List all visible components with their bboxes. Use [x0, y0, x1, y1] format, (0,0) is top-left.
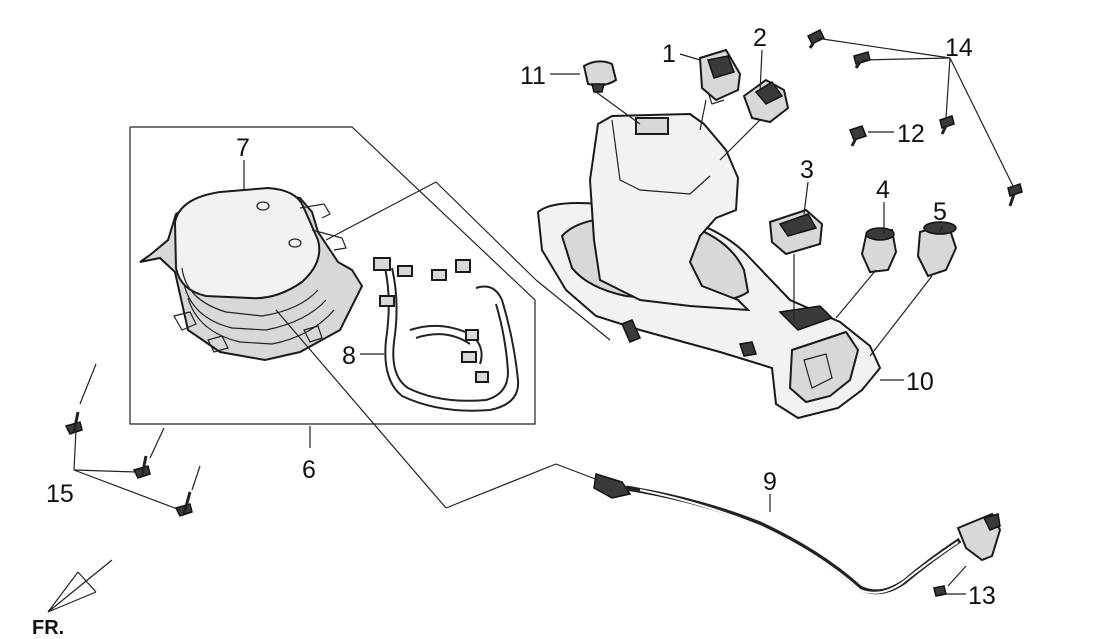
callout-8: 8: [342, 342, 356, 370]
callout-4: 4: [876, 176, 890, 204]
switch-1: [698, 48, 742, 105]
callout-10: 10: [906, 368, 934, 396]
handlebar-cover: [536, 112, 882, 420]
speedometer-cable: [593, 473, 1002, 595]
callout-15: 15: [46, 480, 74, 508]
screws: [64, 28, 1023, 597]
wiring-harness: [373, 257, 520, 412]
knob-4: [860, 227, 898, 274]
callout-1: 1: [662, 40, 676, 68]
switch-2: [742, 78, 790, 124]
knob-5: [916, 221, 958, 278]
callout-13: 13: [968, 582, 996, 610]
speedometer-unit: [139, 186, 364, 362]
callout-14: 14: [945, 34, 973, 62]
callout-6: 6: [302, 456, 316, 484]
cap: [582, 60, 618, 93]
callout-2: 2: [753, 24, 767, 52]
meter-assembly-group-box: [129, 126, 536, 425]
switch-3: [768, 208, 824, 256]
callout-3: 3: [800, 156, 814, 184]
callout-5: 5: [933, 198, 947, 226]
callout-9: 9: [763, 468, 777, 496]
front-label: FR.: [32, 617, 64, 639]
callout-12: 12: [897, 120, 925, 148]
front-direction-arrow-icon: [47, 559, 113, 613]
leader-lines: [73, 37, 1015, 595]
callout-11: 11: [520, 62, 546, 90]
callout-7: 7: [236, 134, 250, 162]
